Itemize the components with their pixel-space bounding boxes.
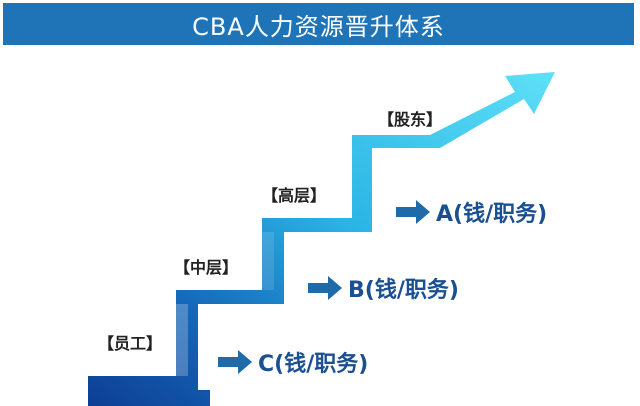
stage-label-shareholder: 【股东】: [378, 110, 443, 129]
level-b: B(钱/职务): [308, 272, 459, 304]
level-c: C(钱/职务): [218, 346, 368, 378]
stage-label-employee: 【员工】: [98, 334, 163, 353]
level-a: A(钱/职务): [396, 196, 547, 228]
level-c-label: C(钱/职务): [258, 352, 369, 377]
right-arrow-icon: [218, 350, 252, 374]
level-a-label: A(钱/职务): [436, 202, 548, 227]
stage-label-middle: 【中层】: [174, 258, 239, 277]
staircase-highlight: [176, 148, 362, 376]
right-arrow-icon: [396, 200, 430, 224]
title-bar: CBA人力资源晋升体系: [3, 3, 634, 45]
staircase-shape: [88, 72, 555, 406]
right-arrow-icon: [308, 276, 342, 300]
page-title: CBA人力资源晋升体系: [192, 12, 445, 41]
level-b-label: B(钱/职务): [348, 278, 459, 303]
stage-label-senior: 【高层】: [262, 186, 327, 205]
